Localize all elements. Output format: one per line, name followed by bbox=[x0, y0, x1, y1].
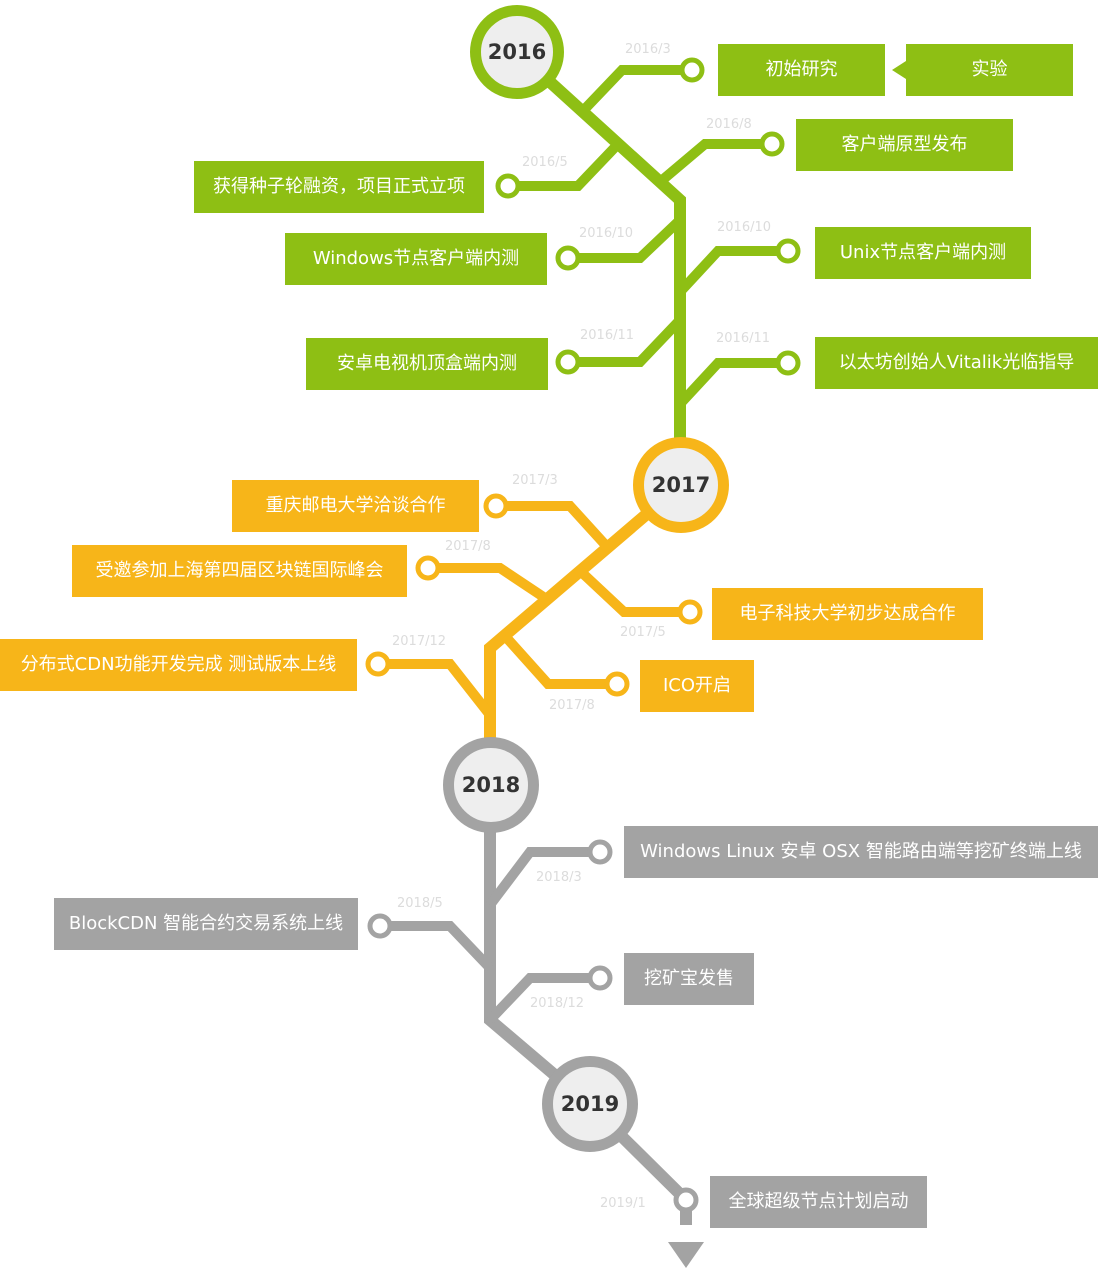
event-date: 2016/11 bbox=[716, 331, 771, 346]
event-date: 2017/3 bbox=[512, 473, 558, 488]
branch-2016-11b bbox=[676, 358, 788, 408]
event-box-smart-contract-system: BlockCDN 智能合约交易系统上线 bbox=[54, 898, 358, 950]
event-box-shanghai-summit: 受邀参加上海第四届区块链国际峰会 bbox=[72, 545, 407, 597]
timeline-arrow bbox=[668, 1242, 704, 1268]
branch-2016-5 bbox=[508, 138, 624, 191]
year-2017-marker: 2017 bbox=[633, 437, 729, 533]
year-label: 2016 bbox=[487, 40, 547, 64]
node-2018-3 bbox=[587, 839, 613, 865]
node-2016-10b bbox=[775, 238, 801, 264]
branch-2017-8b bbox=[501, 632, 617, 689]
node-2018-5 bbox=[367, 913, 393, 939]
year-label: 2017 bbox=[651, 473, 711, 497]
event-date: 2017/8 bbox=[549, 698, 595, 713]
node-2017-3 bbox=[483, 493, 509, 519]
event-date: 2019/1 bbox=[600, 1196, 646, 1211]
node-2016-5 bbox=[495, 173, 521, 199]
branch-2017-3 bbox=[496, 501, 614, 554]
year-label: 2018 bbox=[461, 773, 521, 797]
event-box-experiment: 实验 bbox=[906, 44, 1073, 96]
event-box-vitalik-visit: 以太坊创始人Vitalik光临指导 bbox=[815, 337, 1098, 389]
event-box-global-supernode-plan: 全球超级节点计划启动 bbox=[710, 1176, 927, 1228]
event-date: 2016/10 bbox=[579, 226, 634, 241]
event-date: 2016/10 bbox=[717, 220, 772, 235]
event-date: 2016/8 bbox=[706, 117, 752, 132]
year-2016-marker: 2016 bbox=[470, 5, 564, 99]
event-box-unix-node-beta: Unix节点客户端内测 bbox=[815, 227, 1031, 279]
branch-2017-8a bbox=[428, 563, 551, 605]
year-2018-marker: 2018 bbox=[443, 737, 539, 833]
node-2019-1 bbox=[673, 1187, 699, 1213]
year-label: 2019 bbox=[560, 1092, 620, 1116]
branch-2017-12 bbox=[378, 659, 494, 719]
branch-2018-5 bbox=[380, 921, 494, 972]
branch-2016-10b bbox=[676, 246, 788, 296]
event-box-client-prototype: 客户端原型发布 bbox=[796, 119, 1013, 171]
event-box-ico-start: ICO开启 bbox=[640, 660, 754, 712]
node-2017-8a bbox=[415, 555, 441, 581]
event-box-miner-sale: 挖矿宝发售 bbox=[624, 953, 754, 1005]
year-2019-marker: 2019 bbox=[542, 1056, 638, 1152]
track-green-trunk bbox=[512, 47, 686, 440]
event-box-cqupt-cooperation: 重庆邮电大学洽谈合作 bbox=[232, 480, 479, 532]
branch-2017-5 bbox=[573, 564, 690, 617]
node-2017-8b bbox=[604, 671, 630, 697]
branch-2016-8 bbox=[656, 139, 772, 186]
event-date: 2016/11 bbox=[580, 328, 635, 343]
event-box-seed-funding: 获得种子轮融资，项目正式立项 bbox=[194, 161, 484, 213]
event-date: 2016/3 bbox=[625, 42, 671, 57]
node-2017-12 bbox=[365, 651, 391, 677]
event-box-mining-terminals-launch: Windows Linux 安卓 OSX 智能路由端等挖矿终端上线 bbox=[624, 826, 1098, 878]
event-date: 2018/3 bbox=[536, 870, 582, 885]
event-date: 2017/8 bbox=[445, 539, 491, 554]
node-2016-3 bbox=[679, 57, 705, 83]
event-box-windows-node-beta: Windows节点客户端内测 bbox=[285, 233, 547, 285]
branch-2016-10a bbox=[568, 216, 684, 263]
event-box-android-tv-beta: 安卓电视机顶盒端内测 bbox=[306, 338, 548, 390]
event-date: 2017/12 bbox=[392, 634, 447, 649]
node-2017-5 bbox=[677, 599, 703, 625]
event-date: 2018/5 bbox=[397, 896, 443, 911]
event-box-initial-research: 初始研究 bbox=[718, 44, 885, 96]
node-2016-10a bbox=[555, 245, 581, 271]
node-2018-12 bbox=[587, 965, 613, 991]
arrow-left-icon bbox=[892, 61, 906, 79]
event-date: 2016/5 bbox=[522, 155, 568, 170]
branch-2016-11a bbox=[568, 316, 684, 367]
event-date: 2017/5 bbox=[620, 625, 666, 640]
node-2016-11b bbox=[775, 350, 801, 376]
event-date: 2018/12 bbox=[530, 996, 585, 1011]
node-2016-8 bbox=[759, 131, 785, 157]
branch-2018-12 bbox=[486, 973, 600, 1024]
branch-2018-3 bbox=[486, 847, 600, 909]
event-box-cdn-beta-launch: 分布式CDN功能开发完成 测试版本上线 bbox=[0, 639, 357, 691]
branch-2016-3 bbox=[576, 65, 692, 118]
node-2016-11a bbox=[555, 349, 581, 375]
event-box-uestc-cooperation: 电子科技大学初步达成合作 bbox=[712, 588, 983, 640]
